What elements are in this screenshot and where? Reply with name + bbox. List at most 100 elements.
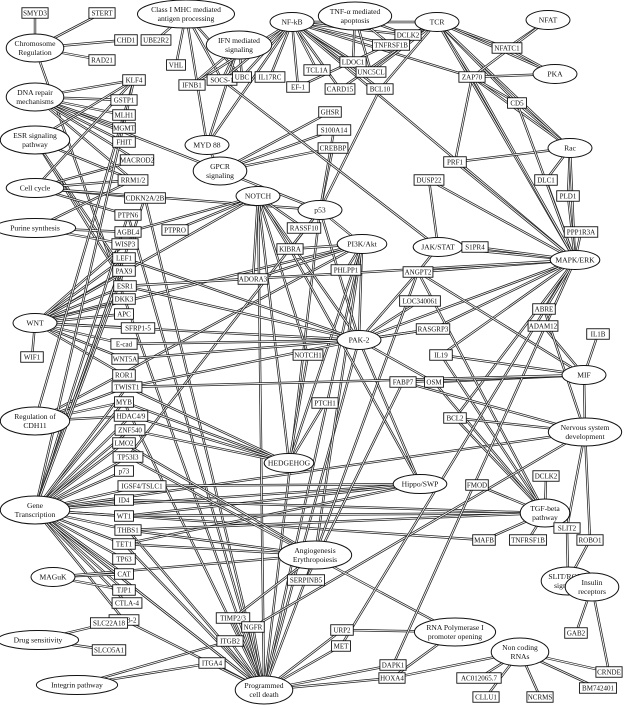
edge-mapk-pak2 [358,258,576,342]
gene-node-pld1: PLD1 [556,190,580,202]
pathway-node-nfkb: NF-kB [269,12,315,32]
gene-node-wisp3: WISP3 [111,238,139,250]
gene-node-osm: OSM [424,376,444,388]
pathway-node-pka: PKA [532,64,578,84]
gene-node-s100a14: S100A14 [316,124,352,136]
node-label: FMOD [467,481,487,489]
node-label: p73 [119,467,130,475]
node-label: ADORA3 [239,275,268,283]
edges-layer [30,11,611,698]
node-label: DCLK2 [535,472,558,480]
gene-node-timp23: TIMP2/3 [215,612,251,624]
node-label: CARD15 [327,85,354,93]
gene-node-ube2r2: UBE2R2 [140,34,172,46]
node-label: Cell cycle [20,184,51,193]
pathway-node-p53: p53 [297,200,343,220]
gene-node-dclk2b: DCLK2 [532,470,560,482]
node-label: Erythropoiesis [293,555,337,564]
gene-node-tcl1a: TCL1A [303,64,331,76]
gene-node-wnt5a: WNT5A [111,353,139,365]
edge-cdh11-pi3k [34,242,363,423]
edge-twist1-pak2 [126,338,360,389]
edge-pcd-pi3k [262,243,364,691]
edge-pak2-angpt2 [358,271,419,341]
node-label: RAD21 [91,56,113,64]
node-label: WT1 [117,512,132,520]
node-label: TCR [430,18,446,27]
gene-node-rasal: RASSF10 [286,222,322,234]
node-label: PTPRO [164,226,186,234]
gene-node-prf1: PRF1 [443,156,467,168]
node-label: signaling [225,45,253,54]
gene-node-ecad: E-cad [110,338,138,350]
gene-node-kibra: KIBRA [276,243,304,255]
node-label: SMYD3 [23,9,47,17]
edge-pcd-rarb2 [123,618,265,692]
gene-node-ubc: UBC [232,71,252,83]
gene-node-agbl4: AGBL4 [114,226,142,238]
pathway-node-mif: MIF [561,365,607,385]
node-label: pathway [22,140,48,149]
gene-node-tp53i3: TP53I3 [112,451,144,463]
gene-node-fabp7: FABP7 [389,376,417,388]
node-label: IGSF4/TSLC1 [121,482,163,490]
node-label: ZNF540 [118,426,142,434]
gene-node-cd5: CD5 [507,97,527,109]
node-label: MAFB [474,536,494,544]
gene-node-angpt2: ANGPT2 [402,266,434,278]
node-label: TNFRSF1B [374,41,408,49]
gene-node-ror1: ROR1 [112,369,136,381]
edge-gene-ptpn6 [33,214,130,511]
node-label: LMO2 [114,439,134,447]
pathway-node-integrin: Integrin pathway [35,675,119,695]
node-label: HOXA4 [380,674,404,682]
edge-mapk-prf1 [454,161,576,261]
edge-maguk-angio [52,553,316,579]
gene-node-zap70: ZAP70 [458,71,486,83]
node-label: UBC [235,73,250,81]
gene-node-esr1: ESR1 [113,280,137,292]
node-label: FHIT [116,138,132,146]
gene-node-mybs: MYB [114,396,134,408]
gene-node-smyd3: SMYD3 [21,7,49,19]
edge-pi3k-hedgehog [287,243,364,464]
gene-node-slit2: SLIT2 [553,522,581,534]
gene-node-thbs1: THBS1 [114,524,142,536]
node-label: HDAC4/9 [117,412,146,420]
node-label: ROBO1 [579,536,602,544]
node-label: EF-1 [291,83,306,91]
edge-pcd-thbs1 [127,529,265,691]
edge-nfkb-ef1 [290,21,300,88]
node-label: ESR1 [117,282,134,290]
gene-node-nfatc1: NFATC1 [491,42,523,54]
node-label: TIMP2/3 [220,614,246,622]
node-label: OSM [426,378,442,386]
gene-node-il19: IL19 [429,349,453,361]
gene-node-tp63: TP63 [112,553,136,565]
edge-gene-twist1 [34,386,128,511]
pathway-node-notch: NOTCH [235,186,281,206]
gene-node-ncrms: NCRMS [526,691,554,703]
edge-tgfb-id4 [123,498,546,515]
node-label: CLLU1 [475,693,497,701]
gene-node-lef1: LEF1 [112,252,136,264]
gene-node-tnfrsf1bb: TNFRSF1B [508,534,548,546]
edge-wnt-ror1 [34,321,125,377]
node-label: AGBL4 [117,228,140,236]
gene-node-gab2: GAB2 [564,627,588,639]
edge-esr_path-esr1 [33,139,127,287]
gene-node-ptch1: PTCH1 [311,397,339,409]
edge-pcd-gene [34,509,265,691]
node-label: CREBBP [320,144,347,152]
gene-node-ptpn6: PTPN6 [114,209,142,221]
edge-mapk-rasgrp3 [432,258,576,331]
node-label: RASSF10 [290,224,319,232]
